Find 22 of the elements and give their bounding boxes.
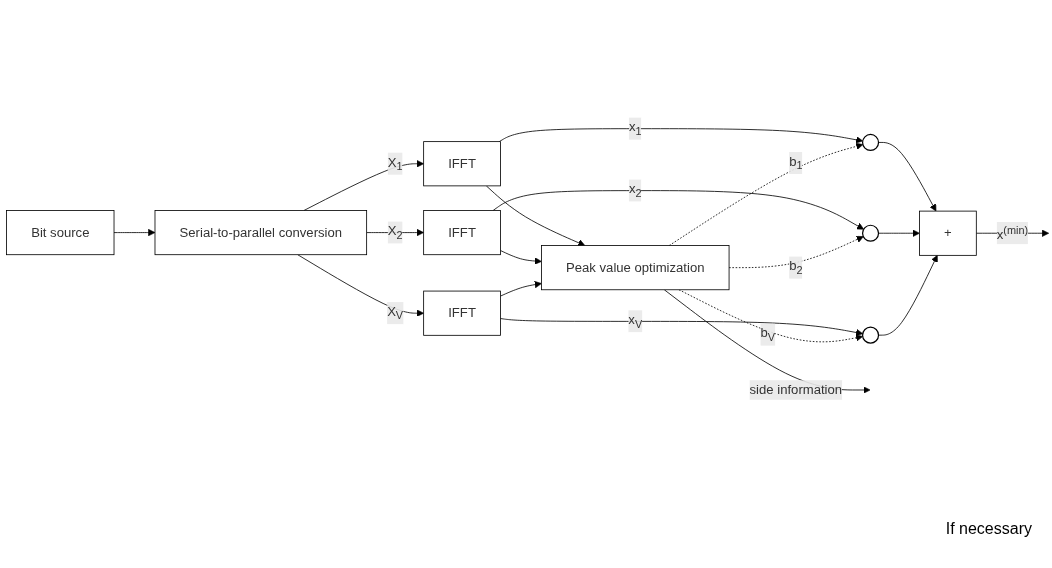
edge-label: b$_{V}$: [760, 326, 776, 344]
edge-label: x$_{V}$: [628, 312, 643, 331]
note-text: If necessary: [944, 520, 1032, 538]
edge-label: X$_{2}$: [387, 223, 403, 242]
edge-label: x$_{1}$: [628, 120, 642, 138]
node-circle: [861, 224, 880, 242]
edge-label: b$_{1}$: [789, 154, 803, 172]
node-box: IFFT: [423, 290, 501, 336]
node-box: +: [919, 210, 977, 256]
edge-label: x$^{(min)}$: [996, 223, 1029, 242]
node-box: IFFT: [423, 210, 501, 256]
node-box: IFFT: [423, 141, 501, 187]
node-circle: [861, 133, 880, 152]
edge-label: X$_{1}$: [387, 155, 403, 173]
node-circle: [861, 326, 880, 344]
edge-label: X$_{V}$: [387, 304, 404, 322]
node-box: Bit source: [6, 210, 115, 256]
edge-label: x$_{2}$: [628, 182, 642, 200]
edge-label: b$_{2}$: [789, 259, 803, 277]
node-box: Peak value optimization: [541, 245, 730, 291]
edge-label: side information: [749, 382, 843, 397]
node-box: Serial-to-parallel conversion: [154, 210, 368, 256]
